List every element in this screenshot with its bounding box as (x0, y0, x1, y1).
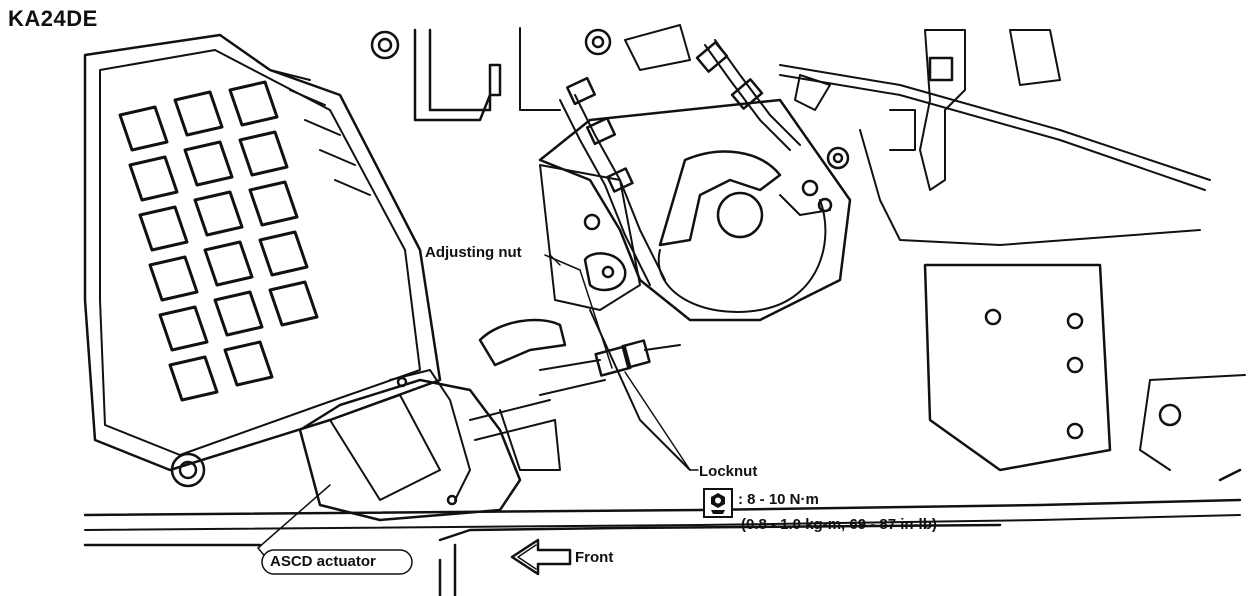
front-arrow-icon (510, 538, 572, 576)
ascd-actuator-label: ASCD actuator (270, 553, 376, 570)
bolt-top-left (370, 30, 400, 60)
throttle-drum (538, 98, 852, 322)
air-cleaner-grid (83, 33, 442, 472)
actuator-label-box (261, 549, 413, 575)
adjusting-nut-assembly (539, 339, 681, 396)
diagram-title: KA24DE (8, 6, 98, 31)
ascd-actuator (298, 318, 567, 522)
upper-bracket (413, 24, 691, 122)
cable-fittings (565, 41, 954, 193)
adjusting-nut-label: Adjusting nut (425, 244, 522, 261)
frame-rails (83, 468, 1242, 596)
torque-value: : 8 - 10 N·m (738, 491, 819, 508)
bolt-right (826, 146, 850, 170)
accelerator-cables (559, 39, 1211, 471)
locknut-label: Locknut (699, 463, 758, 480)
right-mount-plate (923, 263, 1246, 472)
bolt-top-center (584, 28, 612, 56)
front-label: Front (575, 549, 614, 566)
right-upper-parts (794, 29, 1201, 246)
torque-wrench-icon (703, 488, 733, 518)
torque-value-alt-units: (0.8 - 1.0 kg-m, 69 - 87 in-lb) (741, 516, 937, 533)
bolt-bottom-left (170, 452, 206, 488)
